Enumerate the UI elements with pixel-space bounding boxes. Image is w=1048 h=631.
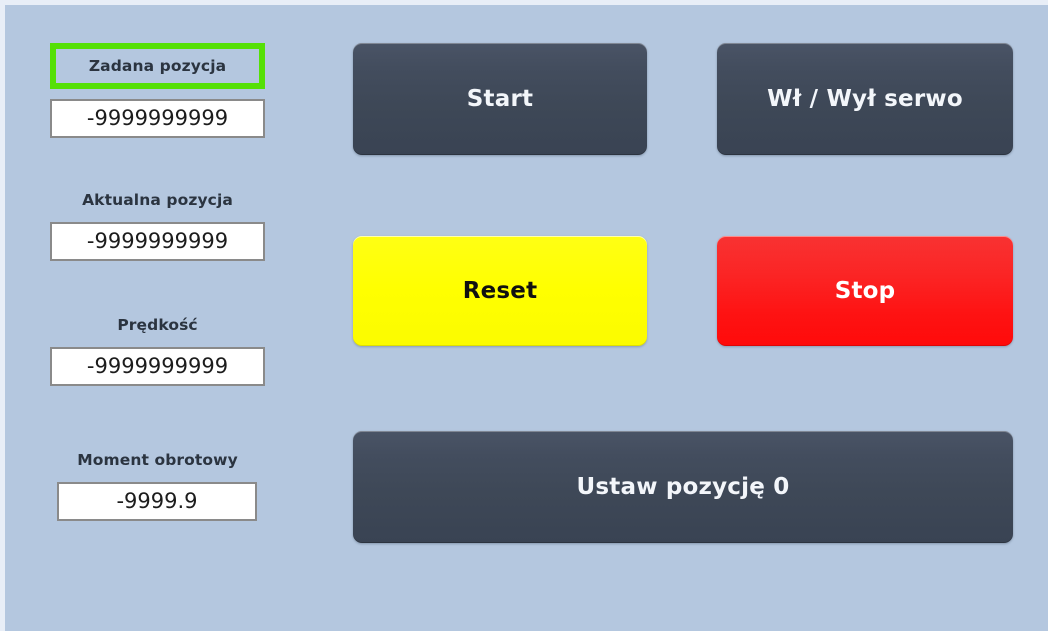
readout-actual-position-label: Aktualna pozycja — [82, 191, 233, 209]
readout-target-position: Zadana pozycja -9999999999 — [50, 43, 265, 139]
readout-target-position-label: Zadana pozycja — [50, 43, 265, 90]
readout-torque-label: Moment obrotowy — [77, 451, 238, 469]
set-zero-position-button[interactable]: Ustaw pozycję 0 — [353, 431, 1013, 543]
servo-toggle-button[interactable]: Wł / Wył serwo — [717, 43, 1013, 155]
readout-target-position-value[interactable]: -9999999999 — [50, 99, 265, 139]
readout-actual-position-value[interactable]: -9999999999 — [50, 222, 265, 262]
readout-actual-position: Aktualna pozycja -9999999999 — [50, 188, 265, 262]
readout-speed-label: Prędkość — [117, 316, 198, 334]
stop-button[interactable]: Stop — [717, 236, 1013, 346]
readout-speed: Prędkość -9999999999 — [50, 313, 265, 387]
readout-torque: Moment obrotowy -9999.9 — [50, 448, 265, 522]
start-button[interactable]: Start — [353, 43, 647, 155]
reset-button[interactable]: Reset — [353, 236, 647, 346]
readout-torque-value[interactable]: -9999.9 — [57, 482, 257, 522]
readout-speed-value[interactable]: -9999999999 — [50, 347, 265, 387]
